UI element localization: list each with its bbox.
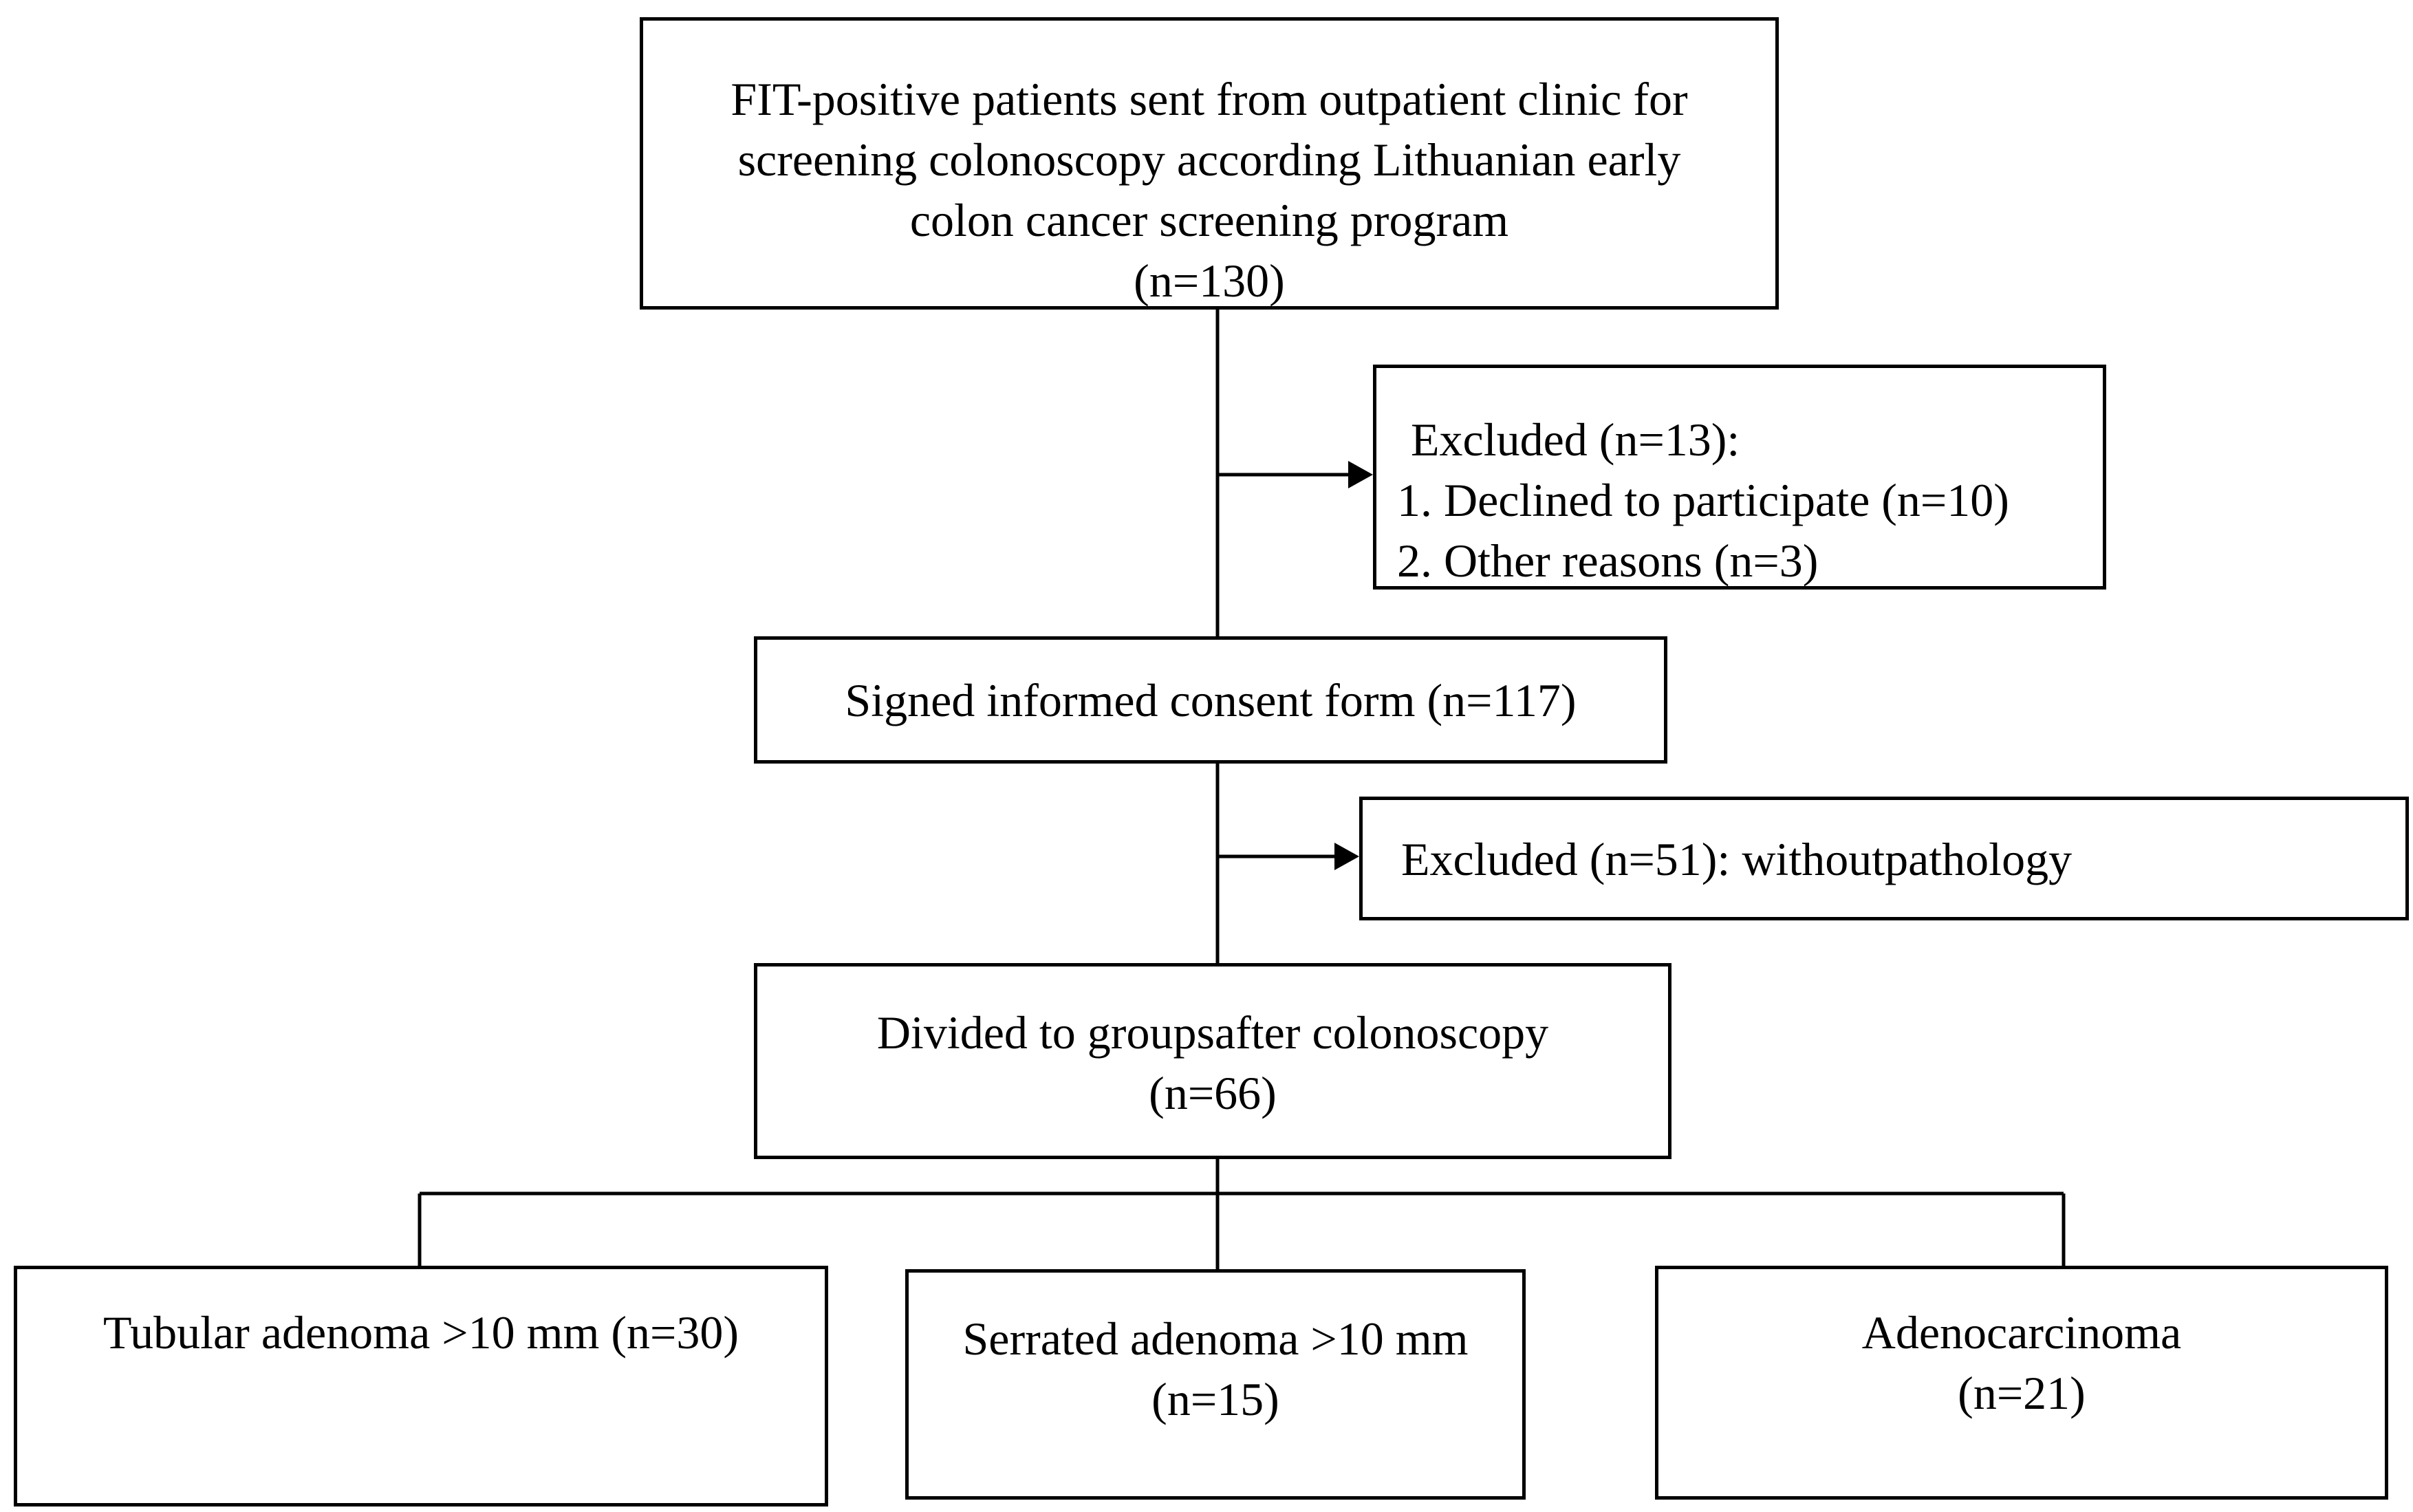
tubular-adenoma-box: Tubular adenoma >10 mm (n=30): [14, 1266, 828, 1506]
screened-box: FIT-positive patients sent from outpatie…: [640, 17, 1779, 310]
serrated-adenoma-line-2: (n=15): [1151, 1373, 1279, 1425]
arrowhead-excluded-2: [1334, 843, 1359, 870]
divided-box: Divided to groupsafter colonoscopy (n=66…: [754, 963, 1671, 1159]
serrated-adenoma-line-1: Serrated adenoma >10 mm: [962, 1313, 1469, 1365]
screened-line-4: (n=130): [1134, 255, 1285, 307]
excluded-1-item-2: 2. Other reasons (n=3): [1397, 534, 1819, 587]
excluded-box-2: Excluded (n=51): withoutpathology: [1359, 797, 2409, 920]
screened-line-3: colon cancer screening program: [909, 194, 1509, 246]
excluded-1-heading: Excluded (n=13):: [1411, 413, 1740, 466]
adenocarcinoma-box: Adenocarcinoma (n=21): [1655, 1266, 2388, 1500]
arrowhead-excluded-1: [1348, 461, 1373, 488]
tubular-adenoma-label: Tubular adenoma >10 mm (n=30): [102, 1306, 739, 1359]
adenocarcinoma-line-1: Adenocarcinoma: [1861, 1306, 2182, 1359]
adenocarcinoma-line-2: (n=21): [1958, 1367, 2086, 1419]
screened-line-2: screening colonoscopy according Lithuani…: [737, 133, 1681, 186]
serrated-adenoma-box: Serrated adenoma >10 mm (n=15): [905, 1269, 1526, 1500]
excluded-2-label: Excluded (n=51): withoutpathology: [1401, 833, 2073, 885]
excluded-box-1: Excluded (n=13): 1. Declined to particip…: [1373, 365, 2106, 590]
divided-line-2: (n=66): [1149, 1067, 1277, 1119]
consent-box: Signed informed consent form (n=117): [754, 636, 1667, 764]
consent-label: Signed informed consent form (n=117): [845, 674, 1577, 726]
divided-line-1: Divided to groupsafter colonoscopy: [876, 1006, 1549, 1059]
screened-line-1: FIT-positive patients sent from outpatie…: [731, 73, 1688, 125]
excluded-1-item-1: 1. Declined to participate (n=10): [1397, 474, 2009, 526]
